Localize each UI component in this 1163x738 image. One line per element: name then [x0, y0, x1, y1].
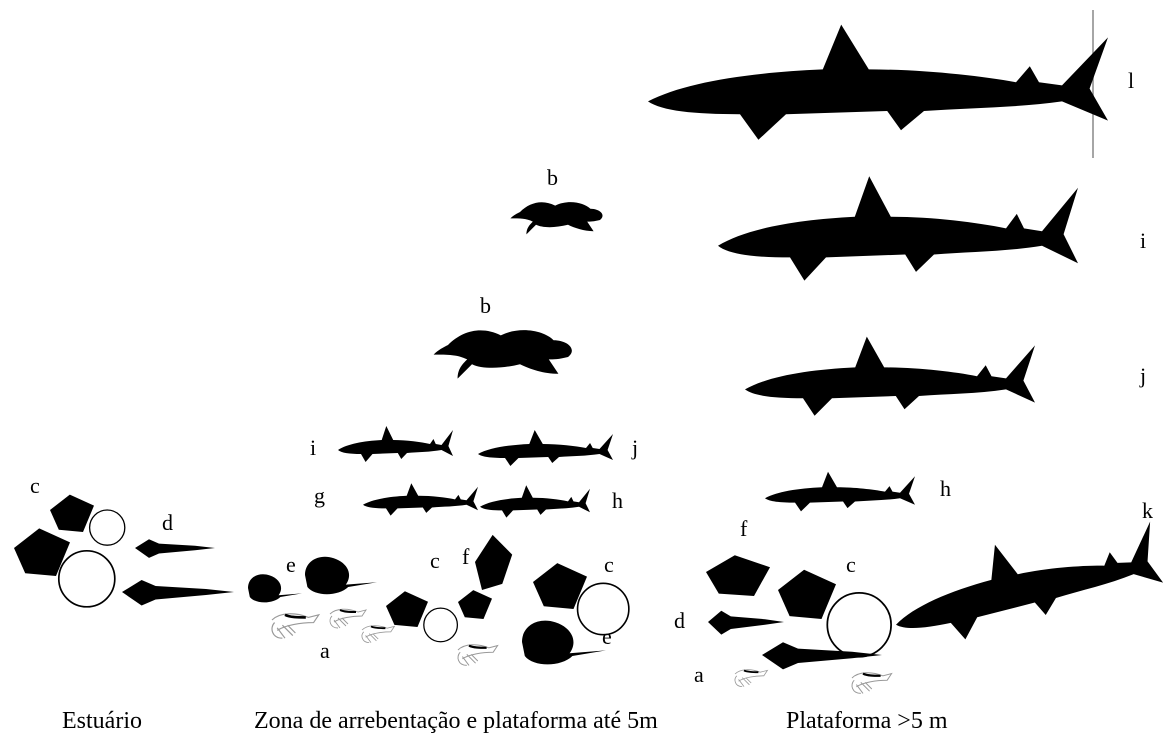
shark-k	[884, 512, 1163, 653]
label-d-estuary: d	[162, 510, 173, 535]
guitarfish-d-shelf-1	[708, 611, 784, 635]
shrimp-a-3	[362, 626, 394, 643]
ray-c-shelf	[778, 570, 891, 657]
guitarfish-d-estuary-2	[122, 580, 234, 606]
label-h-right: h	[940, 476, 951, 501]
shark-l	[648, 25, 1108, 140]
shark-h-small	[480, 485, 590, 517]
turtle-small	[510, 202, 602, 234]
ray-f	[468, 532, 515, 595]
zone-shelf: Plataforma >5 m	[786, 708, 948, 734]
round-ray-e-2	[305, 557, 377, 594]
shrimp-a-2	[330, 609, 366, 628]
ray-d-surf	[458, 590, 492, 619]
label-j-mid: j	[631, 435, 638, 460]
label-c-shelf: c	[846, 552, 856, 577]
label-d-shelf: d	[674, 608, 685, 633]
shrimp-a-4	[458, 645, 498, 666]
label-b-top: b	[547, 165, 558, 190]
shark-j-large	[745, 337, 1035, 416]
label-i-mid: i	[310, 435, 316, 460]
label-b-mid: b	[480, 293, 491, 318]
zone-surf: Zona de arrebentação e plataforma até 5m	[254, 708, 658, 734]
label-a-surf: a	[320, 638, 330, 663]
label-e-left: e	[286, 552, 296, 577]
ray-c-surf-1	[386, 591, 457, 641]
round-ray-e-3	[522, 621, 606, 665]
zone-estuary: Estuário	[62, 708, 142, 734]
turtle-large	[434, 330, 572, 378]
shark-h-right	[765, 472, 915, 512]
label-h-mid: h	[612, 488, 623, 513]
label-c-surf-1: c	[430, 548, 440, 573]
ray-shelf-1	[706, 555, 770, 596]
label-j-right: j	[1139, 363, 1146, 388]
shark-i-small	[338, 426, 453, 462]
label-l: l	[1128, 68, 1134, 93]
shrimp-a-1	[272, 614, 319, 638]
guitarfish-d-shelf-2	[762, 642, 882, 669]
shrimp-a-6	[852, 673, 892, 694]
label-i-right: i	[1140, 228, 1146, 253]
ray-c-estuary-top	[50, 495, 125, 546]
round-ray-e-1	[248, 574, 302, 602]
label-a-shelf: a	[694, 662, 704, 687]
label-f-shelf: f	[740, 516, 748, 541]
label-e-right: e	[602, 624, 612, 649]
guitarfish-d-estuary-1	[135, 539, 215, 558]
shark-i-large	[718, 176, 1078, 280]
ray-c-estuary-big	[14, 528, 115, 606]
label-c-estuary: c	[30, 473, 40, 498]
shark-g	[363, 483, 478, 515]
label-k: k	[1142, 498, 1153, 523]
label-f-surf: f	[462, 544, 470, 569]
shrimp-a-5	[735, 670, 767, 687]
label-g: g	[314, 483, 325, 508]
label-c-surf-2: c	[604, 552, 614, 577]
shark-j-small	[478, 430, 613, 466]
